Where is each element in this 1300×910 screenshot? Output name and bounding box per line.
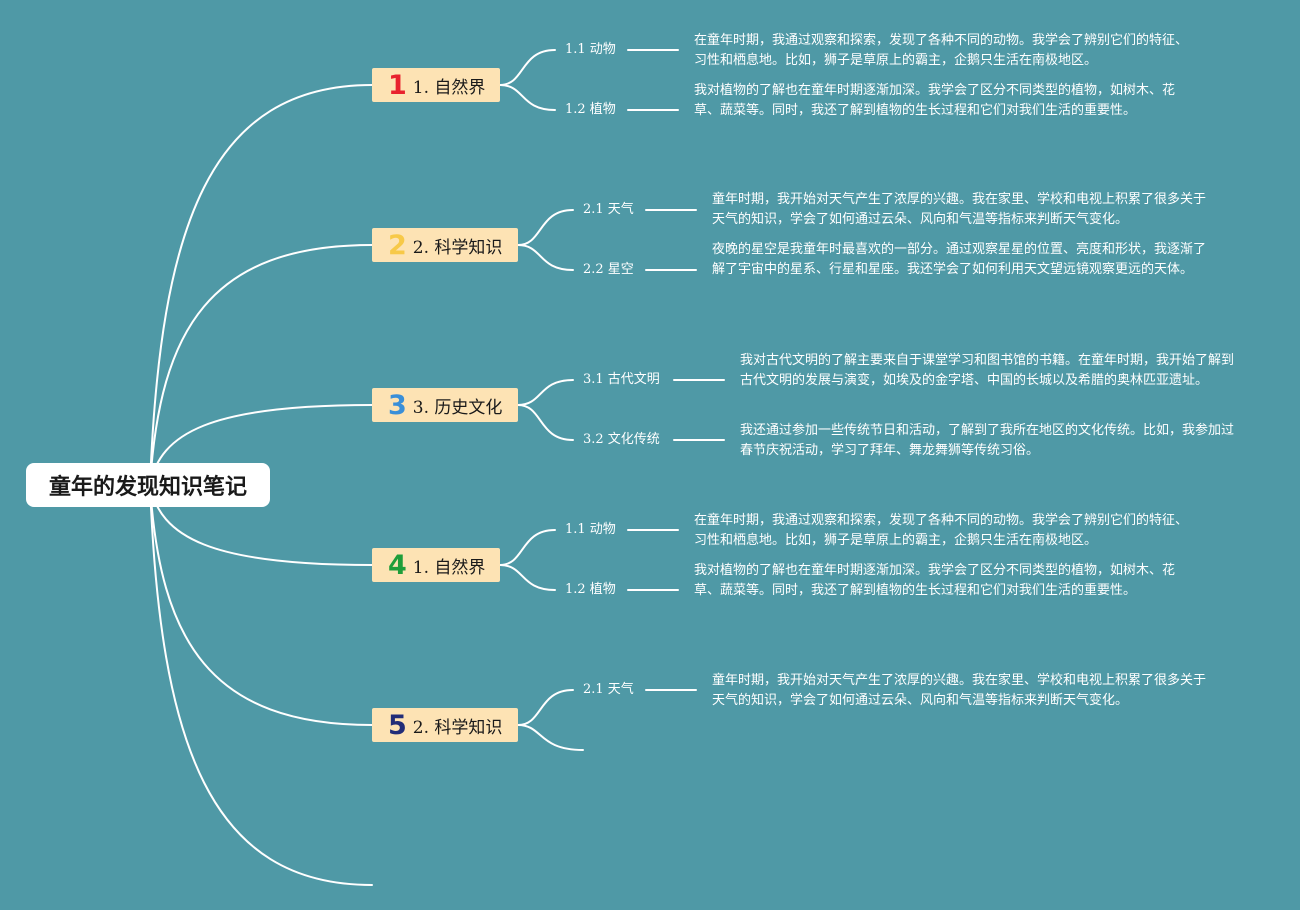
- root-to-topic-5: [149, 484, 373, 726]
- root-title: 童年的发现知识笔记: [48, 475, 247, 500]
- topic-5-to-sub-1: [517, 689, 574, 726]
- topic-number-badge: 1: [388, 69, 407, 101]
- root-to-empty-branch: [149, 484, 373, 886]
- topic-3-to-sub-1: [517, 379, 574, 406]
- subtopic-label[interactable]: 2.2 星空: [583, 262, 634, 277]
- topic-3-to-sub-2: [517, 404, 574, 441]
- subtopic-label[interactable]: 1.1 动物: [565, 522, 616, 537]
- root-node[interactable]: 童年的发现知识笔记: [26, 463, 270, 507]
- topic-1-to-sub-1: [499, 49, 556, 86]
- subtopic-note: 我对古代文明的了解主要来自于课堂学习和图书馆的书籍。在童年时期，我开始了解到古代…: [740, 353, 1235, 388]
- subtopic-note: 我对植物的了解也在童年时期逐渐加深。我学会了区分不同类型的植物，如树木、花草、蔬…: [694, 563, 1176, 598]
- topic-1-to-sub-2: [499, 84, 556, 111]
- topic-number-badge: 5: [388, 709, 407, 741]
- subtopic-label[interactable]: 2.1 天气: [583, 202, 634, 217]
- subtopic-note: 我对植物的了解也在童年时期逐渐加深。我学会了区分不同类型的植物，如树木、花草、蔬…: [694, 83, 1176, 118]
- subtopic-label[interactable]: 1.2 植物: [565, 582, 616, 597]
- subtopic-label[interactable]: 3.2 文化传统: [583, 432, 660, 447]
- topic-number-badge: 3: [388, 389, 407, 421]
- topic-2-to-sub-1: [517, 209, 574, 246]
- topic-label: 2. 科学知识: [412, 237, 503, 258]
- topic-label: 3. 历史文化: [412, 397, 503, 418]
- root-to-topic-2: [149, 244, 373, 486]
- topic-2-to-sub-2: [517, 244, 574, 271]
- subtopic-note: 童年时期，我开始对天气产生了浓厚的兴趣。我在家里、学校和电视上积累了很多关于天气…: [712, 192, 1207, 227]
- subtopic-note: 在童年时期，我通过观察和探索，发现了各种不同的动物。我学会了辨别它们的特征、习性…: [694, 33, 1189, 68]
- subtopic-note: 在童年时期，我通过观察和探索，发现了各种不同的动物。我学会了辨别它们的特征、习性…: [694, 513, 1189, 548]
- topic-number-badge: 2: [388, 229, 407, 261]
- subtopic-label[interactable]: 3.1 古代文明: [583, 372, 660, 387]
- topic-label: 2. 科学知识: [412, 717, 503, 738]
- subtopic-note: 童年时期，我开始对天气产生了浓厚的兴趣。我在家里、学校和电视上积累了很多关于天气…: [712, 673, 1207, 708]
- topic-label: 1. 自然界: [412, 557, 486, 578]
- root-to-topic-1: [149, 84, 373, 486]
- subtopic-note: 我还通过参加一些传统节日和活动，了解到了我所在地区的文化传统。比如，我参加过春节…: [740, 423, 1235, 458]
- topic-label: 1. 自然界: [412, 77, 486, 98]
- subtopic-label[interactable]: 1.1 动物: [565, 42, 616, 57]
- topic-4-to-sub-1: [499, 529, 556, 566]
- topic-number-badge: 4: [388, 549, 407, 581]
- subtopic-label[interactable]: 1.2 植物: [565, 102, 616, 117]
- topic-5-empty-stub: [517, 724, 584, 751]
- subtopic-label[interactable]: 2.1 天气: [583, 682, 634, 697]
- topic-4-to-sub-2: [499, 564, 556, 591]
- subtopic-note: 夜晚的星空是我童年时最喜欢的一部分。通过观察星星的位置、亮度和形状，我逐渐了解了…: [712, 242, 1207, 277]
